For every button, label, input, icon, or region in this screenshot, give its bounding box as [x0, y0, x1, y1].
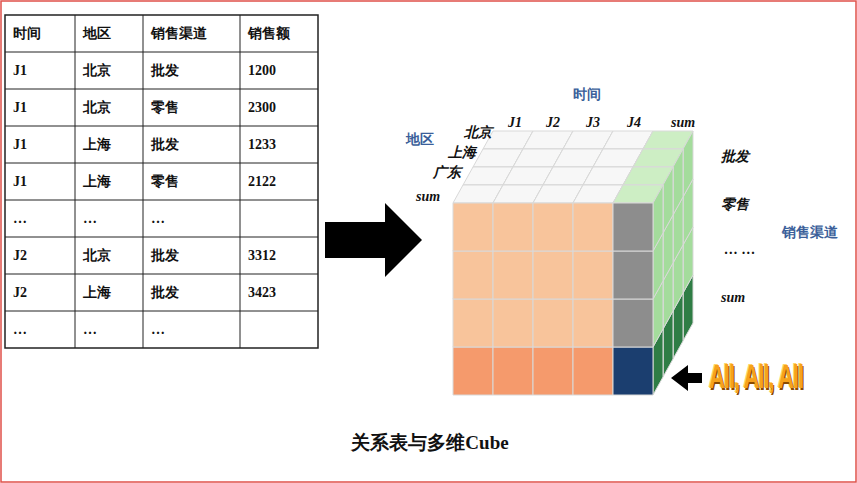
table-cell: … — [83, 322, 97, 337]
cube-face — [453, 251, 493, 299]
table-cell: … — [13, 322, 27, 337]
table-cell: 上海 — [83, 285, 111, 300]
cube-face — [453, 203, 493, 251]
cube-face — [613, 347, 653, 395]
axis-tick: J2 — [546, 115, 560, 130]
cube-face — [613, 299, 653, 347]
table-cell: … — [83, 211, 97, 226]
table-cell: 批发 — [151, 285, 179, 300]
table-cell: J1 — [13, 174, 27, 189]
cube-face — [493, 299, 533, 347]
table-cell: 销售额 — [248, 26, 290, 41]
table-cell: 上海 — [83, 174, 111, 189]
cube-face — [573, 203, 613, 251]
cube-face — [533, 299, 573, 347]
cube-face — [683, 131, 693, 197]
table-cell: 北京 — [83, 63, 111, 78]
big-arrow — [325, 203, 422, 277]
axis-tick: 北京 — [464, 125, 492, 140]
table-cell: … — [151, 211, 165, 226]
axis-tick: J3 — [586, 115, 600, 130]
table-cell: J1 — [13, 100, 27, 115]
cube-face — [573, 299, 613, 347]
cube-face — [613, 251, 653, 299]
table-cell: J2 — [13, 248, 27, 263]
table-cell: 地区 — [83, 26, 111, 41]
table-cell: 批发 — [151, 63, 179, 78]
table-cell: 1200 — [248, 63, 276, 78]
cube-face — [453, 299, 493, 347]
cube-face — [673, 149, 683, 215]
table-cell: 3423 — [248, 285, 276, 300]
table-cell: J1 — [13, 63, 27, 78]
cube-face — [493, 203, 533, 251]
table-cell: 时间 — [13, 26, 41, 41]
cube-face — [573, 347, 613, 395]
axis-tick: 上海 — [448, 145, 476, 160]
table-cell: 2300 — [248, 100, 276, 115]
cube-face — [533, 347, 573, 395]
axis-tick: J1 — [508, 115, 522, 130]
table-cell: 北京 — [83, 248, 111, 263]
axis-tick: 广东 — [433, 165, 461, 180]
table-cell: 2122 — [248, 174, 276, 189]
cube-face — [453, 347, 493, 395]
table-cell: 北京 — [83, 100, 111, 115]
axis-tick: sum — [416, 189, 440, 204]
table-cell: 批发 — [151, 248, 179, 263]
axis-tick: sum — [671, 115, 695, 130]
table-grid — [5, 15, 318, 348]
cube-face — [663, 167, 673, 233]
axis-tick: 批发 — [721, 149, 749, 164]
table-cell: 批发 — [151, 137, 179, 152]
pointer-arrow — [671, 365, 702, 391]
data-cube — [453, 131, 693, 395]
axis-tick: sum — [721, 290, 745, 305]
table-cell: 销售渠道 — [151, 26, 207, 41]
table-cell: … — [13, 211, 27, 226]
axis-title: 时间 — [573, 87, 601, 102]
cube-face — [653, 185, 663, 251]
table-cell: … — [151, 322, 165, 337]
table-cell: 3312 — [248, 248, 276, 263]
cube-face — [493, 347, 533, 395]
cube-face — [573, 251, 613, 299]
table-cell: 上海 — [83, 137, 111, 152]
table-cell: 零售 — [151, 174, 179, 189]
cube-face — [533, 251, 573, 299]
table-cell: 零售 — [151, 100, 179, 115]
callout-text: All, All, All — [709, 360, 803, 396]
cube-face — [493, 251, 533, 299]
axis-title: 销售渠道 — [782, 225, 838, 240]
table-cell: 1233 — [248, 137, 276, 152]
cube-face — [613, 203, 653, 251]
table-cell: J1 — [13, 137, 27, 152]
caption: 关系表与多维Cube — [351, 433, 508, 454]
axis-tick: 零售 — [721, 197, 749, 212]
table-cell: J2 — [13, 285, 27, 300]
axis-tick: J4 — [627, 115, 641, 130]
cube-face — [533, 203, 573, 251]
axis-title: 地区 — [406, 132, 434, 147]
axis-tick: … … — [724, 242, 756, 257]
